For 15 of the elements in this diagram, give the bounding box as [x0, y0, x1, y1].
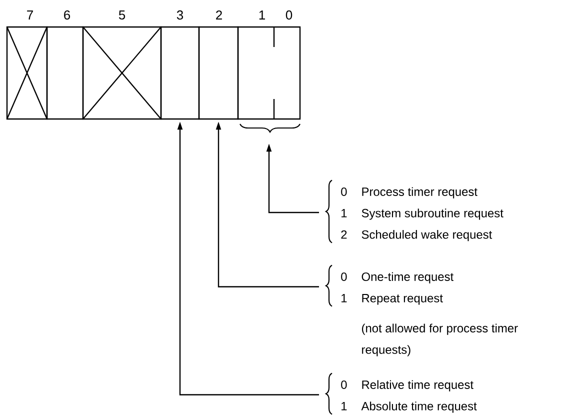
register-field	[6, 26, 48, 120]
register-field	[237, 26, 301, 120]
bit-number: 7	[27, 10, 33, 20]
register-field	[198, 26, 239, 120]
bit-number: 1	[259, 10, 265, 20]
bit-number: 2	[216, 10, 222, 20]
bit-number: 3	[176, 10, 184, 20]
bit-number: 6	[64, 10, 70, 20]
register-field	[160, 26, 200, 120]
option-list: 0 Process timer request 1 System subroutine request 2 Scheduled wake request	[325, 180, 504, 244]
register-field	[46, 26, 84, 120]
option-list: 0 Relative time request 1 Absolute time request	[325, 372, 477, 415]
register-field	[82, 26, 162, 120]
option-list: 0 One-time request 1 Repeat request (not allowed for process timer requests)	[325, 264, 518, 356]
bit-number: 5	[118, 10, 126, 20]
